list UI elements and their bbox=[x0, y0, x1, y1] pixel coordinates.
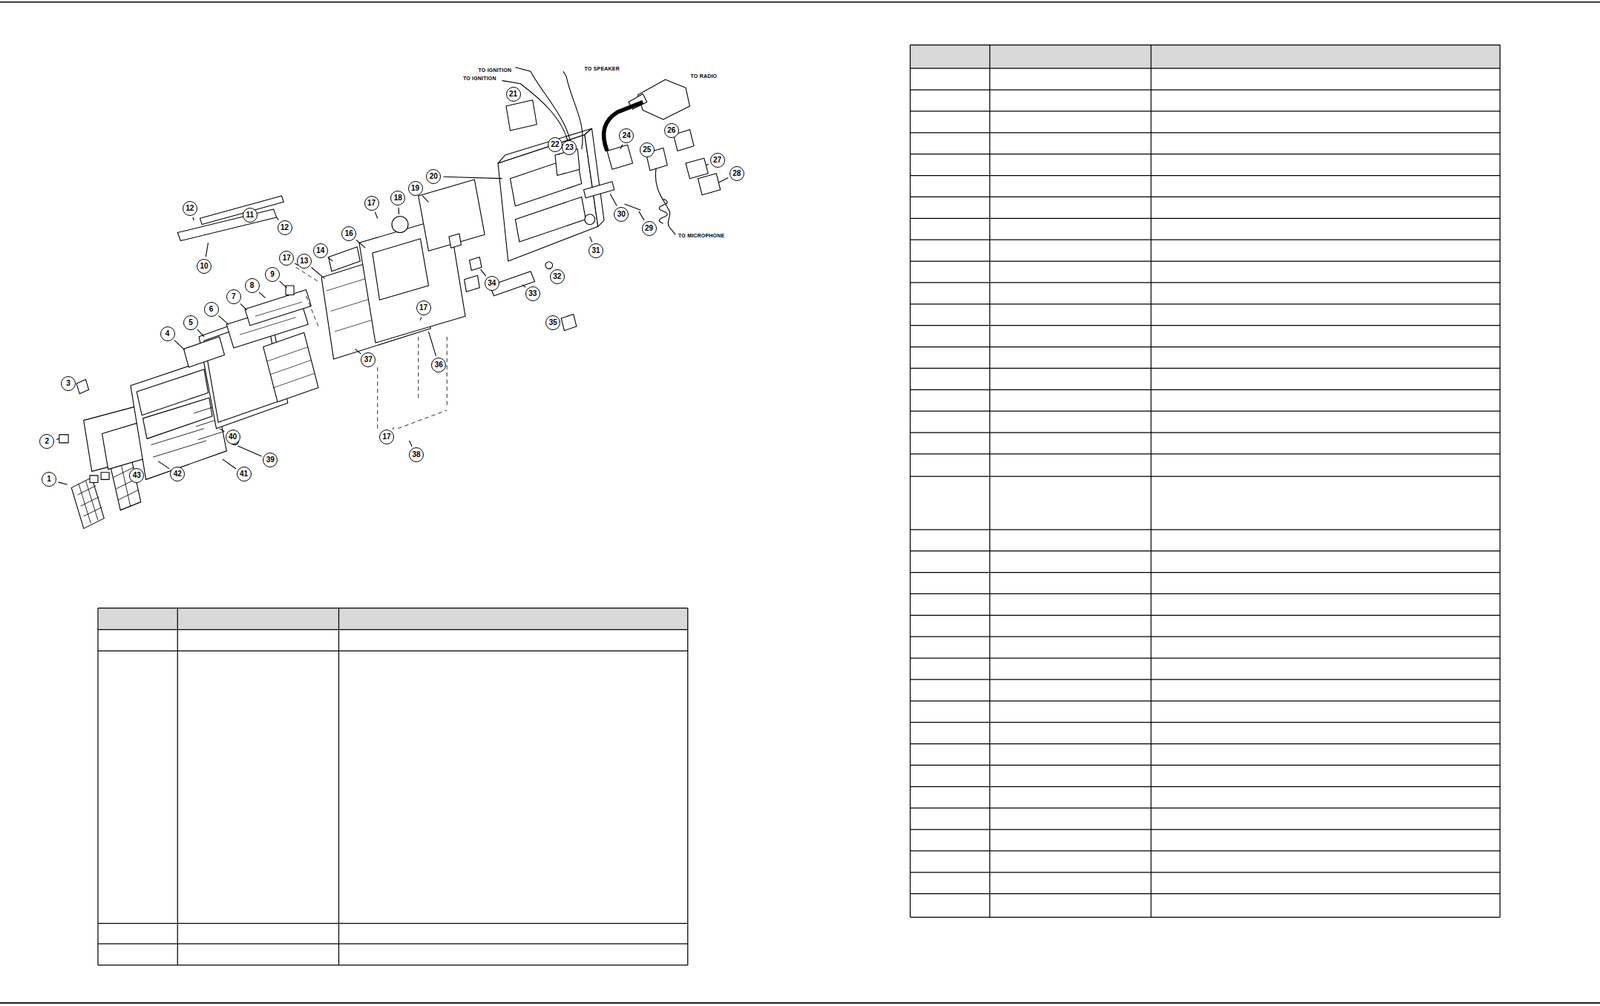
leader-line bbox=[56, 438, 60, 441]
leader-line bbox=[392, 427, 395, 429]
leader-line bbox=[356, 239, 366, 248]
callout-number: 36 bbox=[431, 357, 447, 373]
callout-number: 29 bbox=[641, 221, 657, 236]
callout-number: 30 bbox=[613, 207, 629, 222]
leader-line bbox=[620, 144, 623, 150]
callout-number: 14 bbox=[313, 243, 329, 259]
leader-line bbox=[706, 164, 709, 165]
leader-line bbox=[197, 329, 205, 337]
callout-number: 9 bbox=[264, 267, 280, 283]
wire-label: TO IGNITION bbox=[477, 67, 513, 73]
callout-number: 7 bbox=[226, 289, 242, 305]
callout-number: 11 bbox=[242, 207, 258, 223]
leader-line bbox=[192, 217, 194, 221]
callout-number: 25 bbox=[639, 142, 655, 158]
leader-line bbox=[549, 268, 551, 270]
callout-number: 33 bbox=[525, 286, 541, 302]
callout-number: 43 bbox=[129, 468, 144, 484]
callout-number: 13 bbox=[296, 253, 312, 269]
callout-number: 17 bbox=[279, 250, 294, 266]
leader-line bbox=[443, 176, 502, 179]
callout-number: 17 bbox=[379, 429, 395, 445]
leader-line bbox=[311, 267, 326, 279]
callout-number: 2 bbox=[39, 434, 55, 449]
leader-line bbox=[205, 242, 208, 257]
callout-number: 8 bbox=[244, 278, 260, 294]
leader-line bbox=[408, 440, 412, 447]
callout-number: 37 bbox=[360, 352, 376, 368]
callout-number: 34 bbox=[484, 276, 500, 291]
callout-number: 42 bbox=[169, 466, 185, 482]
leader-line bbox=[218, 315, 229, 325]
leader-line bbox=[718, 178, 729, 184]
leader-line bbox=[638, 211, 645, 221]
callout-number: 10 bbox=[196, 258, 212, 274]
leader-line bbox=[355, 348, 362, 354]
callout-number: 26 bbox=[664, 123, 680, 139]
callout-number: 24 bbox=[618, 128, 634, 144]
callout-number: 32 bbox=[549, 269, 565, 285]
callout-number: 18 bbox=[390, 190, 406, 206]
callout-number: 38 bbox=[408, 447, 424, 463]
leader-line bbox=[276, 217, 280, 221]
callout-number: 12 bbox=[277, 220, 293, 236]
leader-line bbox=[480, 269, 487, 277]
leader-line bbox=[522, 284, 526, 288]
leader-line bbox=[422, 195, 429, 203]
leader-line bbox=[420, 317, 422, 321]
wire-label: TO SPEAKER bbox=[584, 66, 621, 72]
callout-number: 20 bbox=[425, 169, 441, 185]
leader-line bbox=[222, 459, 236, 470]
callout-number: 21 bbox=[506, 86, 521, 102]
callout-number: 17 bbox=[364, 195, 380, 211]
callout-number: 3 bbox=[60, 376, 76, 392]
callout-number: 40 bbox=[225, 429, 241, 445]
leader-line bbox=[58, 482, 68, 485]
leader-line bbox=[237, 446, 262, 457]
leader-line bbox=[428, 331, 437, 357]
leader-line bbox=[279, 281, 288, 288]
callout-number: 39 bbox=[262, 452, 278, 468]
callout-number: 28 bbox=[729, 166, 745, 182]
callout-number: 17 bbox=[416, 300, 432, 316]
wire-label: TO MICROPHONE bbox=[677, 233, 726, 239]
callout-number: 1 bbox=[41, 471, 57, 487]
callout-number: 31 bbox=[588, 243, 604, 259]
leader-line bbox=[219, 428, 225, 432]
callout-number: 5 bbox=[183, 315, 199, 331]
callout-number: 6 bbox=[204, 302, 219, 317]
leader-line bbox=[328, 257, 334, 262]
callout-number: 16 bbox=[341, 226, 357, 242]
leader-line bbox=[374, 212, 377, 219]
leader-line bbox=[558, 153, 560, 156]
leader-line bbox=[610, 193, 617, 206]
callout-number: 12 bbox=[182, 201, 198, 216]
leader-line bbox=[174, 340, 185, 351]
callout-number: 27 bbox=[710, 152, 726, 168]
leader-line bbox=[589, 236, 593, 242]
leader-line bbox=[158, 461, 170, 470]
wire-label: TO IGNITION bbox=[462, 75, 498, 81]
leader-line bbox=[258, 292, 265, 299]
leader-line bbox=[398, 207, 400, 215]
callout-number: 35 bbox=[545, 315, 561, 331]
callout-number: 4 bbox=[160, 326, 176, 342]
wire-label: TO RADIO bbox=[690, 73, 719, 79]
callout-number: 41 bbox=[236, 466, 252, 482]
leader-line bbox=[240, 303, 248, 311]
callout-number: 19 bbox=[408, 181, 424, 196]
